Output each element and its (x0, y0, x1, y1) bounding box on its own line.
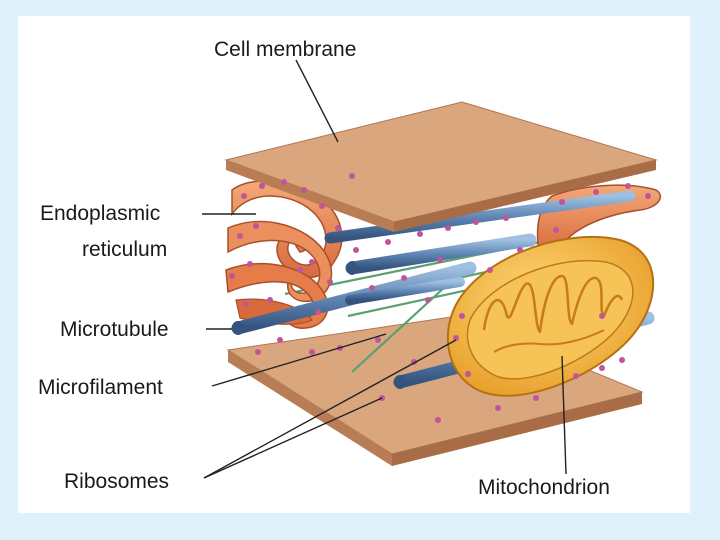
leader-ribosome-2 (203, 397, 383, 479)
label-ribosomes: Ribosomes (64, 470, 169, 493)
leader-mitochondrion (561, 355, 567, 475)
ribosomes (229, 173, 651, 423)
label-cell-membrane: Cell membrane (214, 38, 356, 61)
label-microfilament: Microfilament (38, 376, 163, 399)
label-endoplasmic-1: Endoplasmic (40, 202, 160, 225)
leader-ribosome-1 (203, 339, 457, 479)
label-endoplasmic-2: reticulum (82, 238, 167, 261)
mitochondrion (446, 235, 655, 397)
leader-microfilament (211, 333, 387, 387)
leader-cell-membrane (295, 59, 339, 143)
cell-membrane-sheet (224, 101, 658, 232)
leader-lines (202, 59, 567, 479)
label-mitochondrion: Mitochondrion (478, 476, 610, 499)
label-microtubule: Microtubule (60, 318, 169, 341)
